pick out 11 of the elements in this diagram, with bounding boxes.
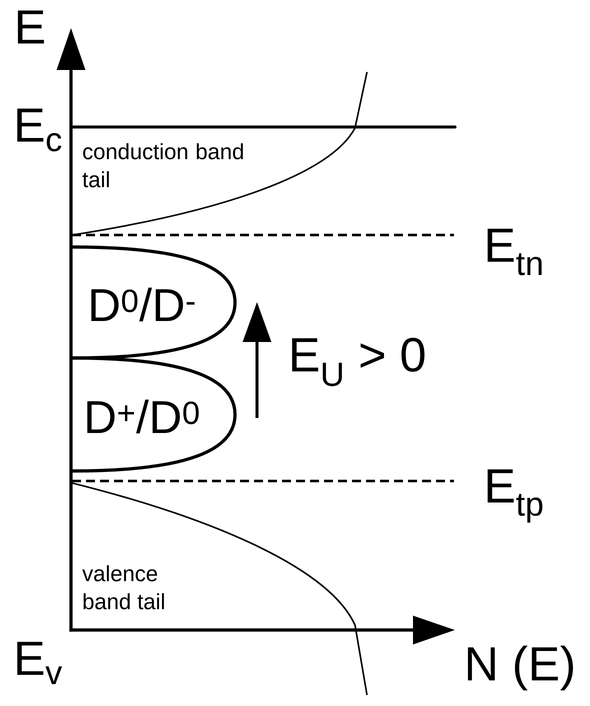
axis-label: E$_{c}$ xyxy=(17,108,62,152)
axis-label: conduction band tail xyxy=(82,143,243,188)
axis-label: E$_{tn}$ xyxy=(488,228,542,276)
state-lobe: D$^{+}$/D$^{0}$ xyxy=(72,356,237,473)
state-lobe: D$^{0}$/D$^{-}$ xyxy=(72,245,237,360)
axis-label: E$_{U}$ > 0 xyxy=(292,338,424,386)
axis-label: N (E) xyxy=(468,646,573,690)
axis-label: valence band tail xyxy=(82,565,164,610)
axis-label: E xyxy=(18,10,44,44)
axis-label: E$_{v}$ xyxy=(17,642,62,684)
axis-label: E$_{tp}$ xyxy=(488,469,542,523)
